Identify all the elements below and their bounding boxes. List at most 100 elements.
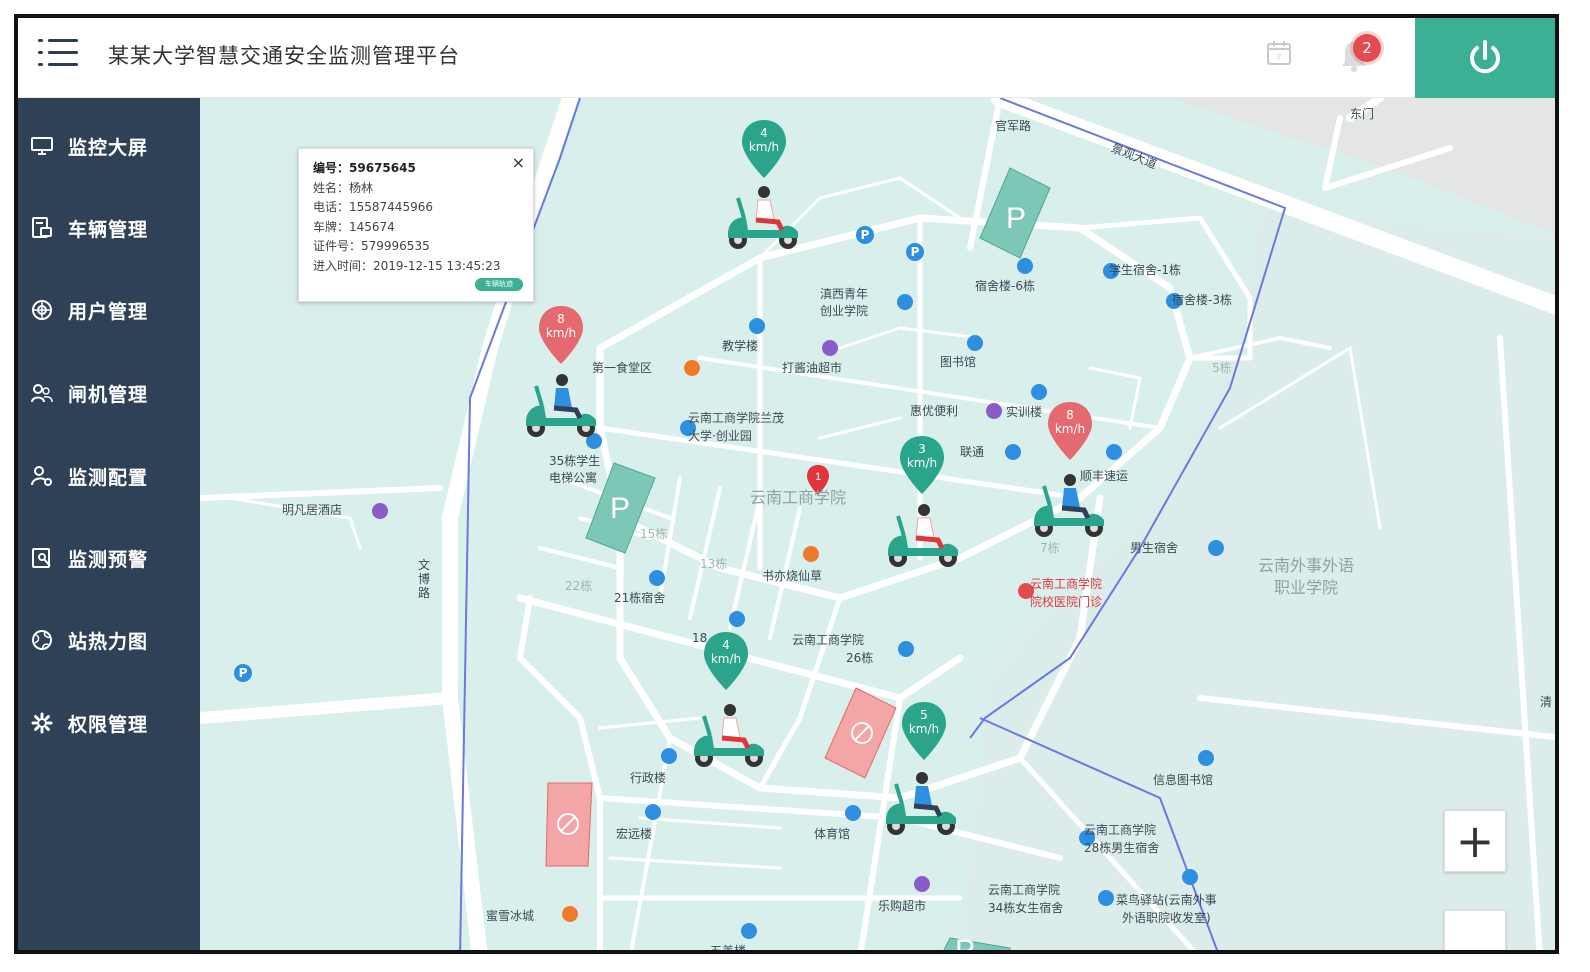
menu-toggle-icon[interactable] — [38, 36, 80, 70]
scooter-rider-icon[interactable] — [1026, 468, 1110, 542]
speed-unit: km/h — [545, 326, 577, 340]
sidebar-item-monitor-warning[interactable]: 监测预警 — [18, 528, 200, 588]
poi-icon[interactable] — [1106, 444, 1122, 460]
poi-icon[interactable] — [1103, 263, 1119, 279]
shop-icon[interactable] — [372, 503, 388, 519]
map-label: 26栋 — [846, 651, 874, 665]
app-title: 某某大学智慧交通安全监测管理平台 — [108, 44, 460, 68]
map-label: 行政楼 — [630, 771, 667, 785]
map-label: 文博路 — [418, 558, 431, 600]
poi-icon[interactable] — [1017, 258, 1033, 274]
scooter-rider-icon[interactable] — [518, 368, 602, 442]
poi-icon[interactable] — [680, 420, 696, 436]
poi-icon[interactable] — [1005, 444, 1021, 460]
shop-icon[interactable] — [822, 340, 838, 356]
map-label: 顺丰速运 — [1080, 469, 1129, 483]
speed-value: 8 — [557, 312, 565, 326]
poi-icon[interactable] — [749, 318, 765, 334]
map-label: 菜鸟驿站(云南外事 — [1116, 893, 1217, 907]
poi-icon[interactable] — [661, 748, 677, 764]
map-label: 五美楼 — [710, 944, 747, 954]
map-label: 云南工商学院 — [1030, 577, 1103, 591]
speed-value: 4 — [760, 126, 768, 140]
notification-badge[interactable]: 2 — [1353, 34, 1381, 62]
food-icon[interactable] — [684, 360, 700, 376]
campus-map[interactable]: P P P P P P — [200, 98, 1555, 954]
speed-value: 5 — [920, 708, 928, 722]
hospital-icon[interactable] — [1018, 583, 1034, 599]
food-icon[interactable] — [803, 546, 819, 562]
sidebar-item-label: 监测预警 — [68, 548, 149, 571]
scooter-rider-icon[interactable] — [878, 766, 962, 840]
parking-icon[interactable]: P — [856, 226, 874, 244]
speed-unit: km/h — [710, 652, 742, 666]
scooter-rider-icon[interactable] — [720, 180, 804, 254]
sidebar-item-users[interactable]: 用户管理 — [18, 280, 200, 340]
map-label: 云南工商学院 — [988, 883, 1061, 897]
parking-icon[interactable]: P — [234, 664, 252, 682]
globe-icon — [30, 628, 54, 652]
poi-icon[interactable] — [967, 335, 983, 351]
poi-icon[interactable] — [1166, 293, 1182, 309]
sidebar-item-monitor-config[interactable]: 监测配置 — [18, 446, 200, 506]
sidebar-item-permissions[interactable]: 权限管理 — [18, 693, 200, 753]
poi-icon[interactable] — [898, 641, 914, 657]
poi-icon[interactable] — [729, 611, 745, 627]
alert-marker-icon[interactable]: 1 — [806, 464, 830, 496]
poi-icon[interactable] — [645, 804, 661, 820]
speed-marker-pin — [900, 436, 944, 494]
speed-value: 4 — [722, 638, 730, 652]
speed-value: 8 — [1066, 408, 1074, 422]
zoom-in-button[interactable]: + — [1444, 810, 1506, 872]
sidebar-item-vehicles[interactable]: 车辆管理 — [18, 198, 200, 258]
logout-button[interactable] — [1415, 18, 1555, 98]
sidebar-item-gates[interactable]: 闸机管理 — [18, 363, 200, 423]
speed-marker-pin — [704, 632, 748, 690]
poi-icon[interactable] — [1208, 540, 1224, 556]
users-icon — [30, 381, 54, 405]
poi-icon[interactable] — [1031, 384, 1047, 400]
zoom-out-button[interactable]: − — [1444, 910, 1506, 950]
poi-icon[interactable] — [741, 923, 757, 939]
user-config-icon — [30, 464, 54, 488]
close-icon[interactable]: × — [511, 153, 525, 172]
map-label-college: 云南外事外语 — [1258, 556, 1355, 575]
map-label: 18 — [692, 631, 708, 645]
map-label: 宿舍楼-3栋 — [1172, 293, 1232, 307]
map-label: 学生宿舍-1栋 — [1109, 263, 1181, 277]
poi-icon[interactable] — [897, 294, 913, 310]
scooter-rider-icon[interactable] — [880, 498, 964, 572]
poi-icon[interactable] — [1182, 869, 1198, 885]
shop-icon[interactable] — [986, 403, 1002, 419]
map-label: 宿舍楼-6栋 — [975, 279, 1035, 293]
speed-unit: km/h — [906, 456, 938, 470]
poi-icon[interactable] — [586, 433, 602, 449]
scooter-rider-icon[interactable] — [686, 698, 770, 772]
parking-letter: P — [955, 934, 975, 954]
map-label: 5栋 — [1212, 361, 1232, 375]
track-button[interactable]: 车辆轨迹 — [475, 278, 523, 291]
vehicle-info-popup: × 编号：59675645 姓名：杨林 电话：15587445966 车牌：14… — [298, 148, 534, 302]
parking-icon[interactable]: P — [906, 243, 924, 261]
food-icon[interactable] — [562, 906, 578, 922]
map-label-college: 职业学院 — [1274, 578, 1339, 597]
map-label: 7栋 — [1040, 541, 1060, 555]
calendar-icon[interactable]: 7 — [1266, 40, 1292, 66]
sidebar-item-monitor[interactable]: 监控大屏 — [18, 116, 200, 176]
poi-icon[interactable] — [1079, 830, 1095, 846]
shop-icon[interactable] — [914, 876, 930, 892]
sidebar-item-label: 站热力图 — [68, 630, 149, 653]
poi-icon[interactable] — [1098, 890, 1114, 906]
poi-icon[interactable] — [845, 805, 861, 821]
poi-icon[interactable] — [649, 570, 665, 586]
sidebar-item-heatmap[interactable]: 站热力图 — [18, 610, 200, 670]
poi-icon[interactable] — [1198, 750, 1214, 766]
map-label: 大学·创业园 — [688, 429, 752, 443]
map-label: 打酱油超市 — [782, 361, 843, 375]
